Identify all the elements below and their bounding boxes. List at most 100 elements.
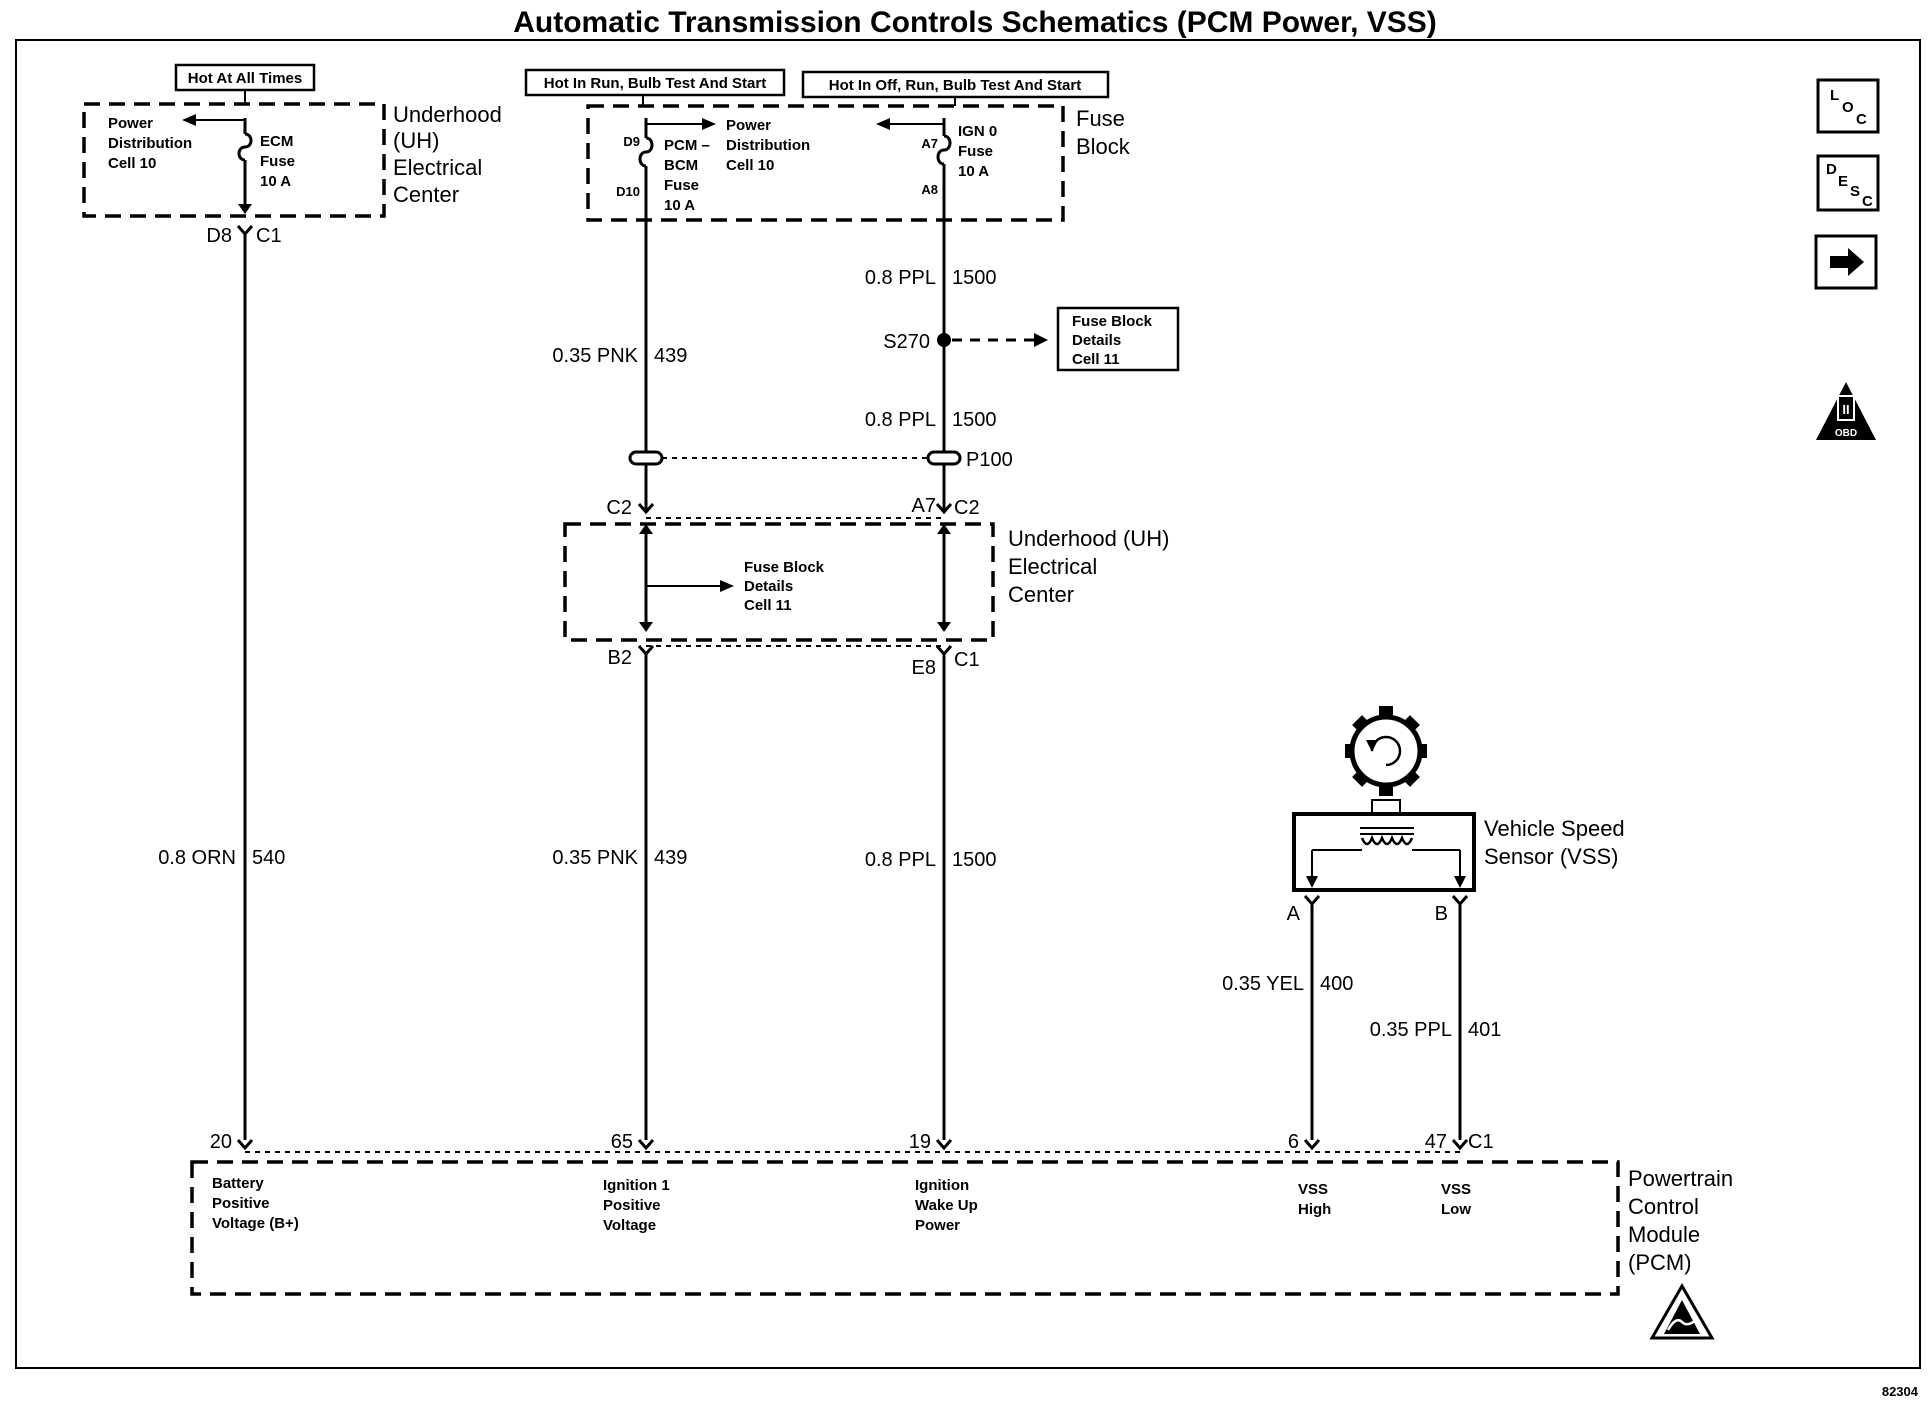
- uh-center-mid: C2 A7 C2 Fuse Block Details Cell 11 Unde…: [563, 495, 1169, 679]
- pin-d9: D9: [623, 134, 640, 149]
- ecm-fuse-line-3: 10 A: [260, 173, 291, 190]
- fuse-block-boundary: [586, 104, 1065, 222]
- svg-text:Underhood: Underhood: [393, 102, 502, 127]
- svg-text:Positive: Positive: [603, 1197, 661, 1214]
- fb-ref-line-2: Distribution: [726, 137, 810, 154]
- pcm-pin-47-desc-1: VSS: [1441, 1181, 1471, 1198]
- ecm-fuse-symbol: [237, 132, 253, 162]
- svg-text:Control: Control: [1628, 1194, 1699, 1219]
- splice-ref-line-3: Cell 11: [1072, 351, 1120, 368]
- wire-pnk-439-upper-circuit: 439: [654, 345, 687, 367]
- wire-orn-540-gauge: 0.8 ORN: [158, 847, 236, 869]
- pcm-bcm-fuse-symbol: [638, 136, 654, 168]
- svg-text:Cell 10: Cell 10: [108, 155, 156, 172]
- hot-at-all-times-label: Hot At All Times: [188, 70, 302, 87]
- svg-text:VSS: VSS: [1298, 1181, 1328, 1198]
- pcm-pin-65-num: 65: [611, 1131, 633, 1153]
- mid-left-down-arrow: [639, 622, 653, 632]
- pcm-pin-65-symbol: [637, 1139, 655, 1151]
- uh-top-name-line-4: Center: [393, 182, 459, 207]
- pcm-pin-47-symbol: [1451, 1139, 1469, 1151]
- splice-s270-arrowhead: [1034, 333, 1048, 347]
- obd-roman: II: [1842, 402, 1849, 417]
- pcm-pin-47-desc-2: Low: [1441, 1201, 1471, 1218]
- pcm-pin-6-desc-2: High: [1298, 1201, 1331, 1218]
- desc-icon[interactable]: [1816, 154, 1880, 212]
- figure-id: 82304: [1882, 1384, 1919, 1399]
- pcm-module: 20 65 19 6 47 C1 Battery Positive Voltag…: [190, 1131, 1733, 1340]
- pass-through-p100-label: P100: [966, 449, 1013, 471]
- loc-icon[interactable]: [1816, 78, 1880, 134]
- vss-name-line-1: Vehicle Speed: [1484, 816, 1625, 841]
- pcm-connector-c1: C1: [1468, 1131, 1494, 1153]
- pcm-bcm-fuse-line-3: Fuse: [664, 177, 699, 194]
- wire-ppl-1500-c-circuit: 1500: [952, 849, 997, 871]
- svg-text:Fuse: Fuse: [664, 177, 699, 194]
- svg-text:Ignition 1: Ignition 1: [603, 1177, 670, 1194]
- uh-top-name-line-2: (UH): [393, 128, 439, 153]
- pin-a8: A8: [921, 182, 938, 197]
- uh-top-name-line-1: Underhood: [393, 102, 502, 127]
- fuse-block: Hot In Run, Bulb Test And Start Hot In O…: [524, 68, 1131, 230]
- fb-ref-line-1: Power: [726, 117, 771, 134]
- conn-mid-bottom-right-symbol: [935, 645, 953, 657]
- wire-ppl-1500-b-circuit: 1500: [952, 409, 997, 431]
- pcm-pin-6-symbol: [1303, 1139, 1321, 1151]
- loc-letter-3: C: [1856, 111, 1867, 128]
- svg-text:Vehicle Speed: Vehicle Speed: [1484, 816, 1625, 841]
- fb-ref-line-3: Cell 10: [726, 157, 774, 174]
- svg-text:Voltage (B+): Voltage (B+): [212, 1215, 299, 1232]
- pcm-pin-20-desc-2: Positive: [212, 1195, 270, 1212]
- next-button[interactable]: [1814, 234, 1878, 290]
- vss-pin-a: A: [1287, 903, 1301, 925]
- power-dist-mid-arrowhead: [702, 118, 716, 130]
- pcm-pin-6-num: 6: [1288, 1131, 1299, 1153]
- pcm-pin-19-symbol: [935, 1139, 953, 1151]
- ecm-fuse-arrow: [238, 204, 252, 214]
- loc-button[interactable]: L O C: [1816, 78, 1880, 134]
- svg-text:Distribution: Distribution: [108, 135, 192, 152]
- conn-mid-top-right-c2: C2: [954, 497, 980, 519]
- fuse-block-name-line-1: Fuse: [1076, 106, 1125, 131]
- svg-text:Cell 10: Cell 10: [726, 157, 774, 174]
- conn-mid-bottom-c1: C1: [954, 649, 980, 671]
- splice-s270-dot: [937, 333, 951, 347]
- diagram-title: Automatic Transmission Controls Schemati…: [513, 6, 1437, 39]
- vss-name-line-2: Sensor (VSS): [1484, 844, 1619, 869]
- splice-ref-line-2: Details: [1072, 332, 1121, 349]
- pcm-name-line-4: (PCM): [1628, 1250, 1692, 1275]
- svg-text:Fuse Block: Fuse Block: [1072, 313, 1153, 330]
- pcm-pin-65-desc-3: Voltage: [603, 1217, 656, 1234]
- svg-text:(UH): (UH): [393, 128, 439, 153]
- pcm-pin-20-desc-1: Battery: [212, 1175, 264, 1192]
- mid-right-up-arrow: [937, 524, 951, 534]
- desc-button[interactable]: D E S C: [1816, 154, 1880, 212]
- pcm-name-line-2: Control: [1628, 1194, 1699, 1219]
- svg-text:High: High: [1298, 1201, 1331, 1218]
- pcm-pin-65-desc-2: Positive: [603, 1197, 661, 1214]
- svg-text:Power: Power: [108, 115, 153, 132]
- uh-center-top: Hot At All Times Power Distribution Cell…: [82, 63, 502, 247]
- svg-text:10 A: 10 A: [260, 173, 291, 190]
- conn-mid-top-right-symbol: [935, 503, 953, 515]
- ecm-fuse-line-2: Fuse: [260, 153, 295, 170]
- pcm-bcm-fuse-line-1: PCM –: [664, 137, 710, 154]
- splice-s270-label: S270: [883, 331, 930, 353]
- pin-a7-top: A7: [921, 136, 938, 151]
- mid-right-down-arrow: [937, 622, 951, 632]
- svg-text:Electrical: Electrical: [1008, 554, 1097, 579]
- uh-top-ref-line-1: Power: [108, 115, 153, 132]
- wire-ppl-401-circuit: 401: [1468, 1019, 1501, 1041]
- pin-b2: B2: [608, 647, 632, 669]
- pin-e8: E8: [912, 657, 936, 679]
- pcm-pin-6-desc-1: VSS: [1298, 1181, 1328, 1198]
- ign0-fuse-line-2: Fuse: [958, 143, 993, 160]
- svg-text:Positive: Positive: [212, 1195, 270, 1212]
- wire-ppl-401-gauge: 0.35 PPL: [1370, 1019, 1452, 1041]
- vss-pin-a-symbol: [1303, 895, 1321, 907]
- conn-mid-top-left-symbol: [637, 503, 655, 515]
- vehicle-speed-sensor: Vehicle Speed Sensor (VSS) A B: [1287, 706, 1625, 925]
- pin-d10: D10: [616, 184, 640, 199]
- pcm-bcm-fuse-line-4: 10 A: [664, 197, 695, 214]
